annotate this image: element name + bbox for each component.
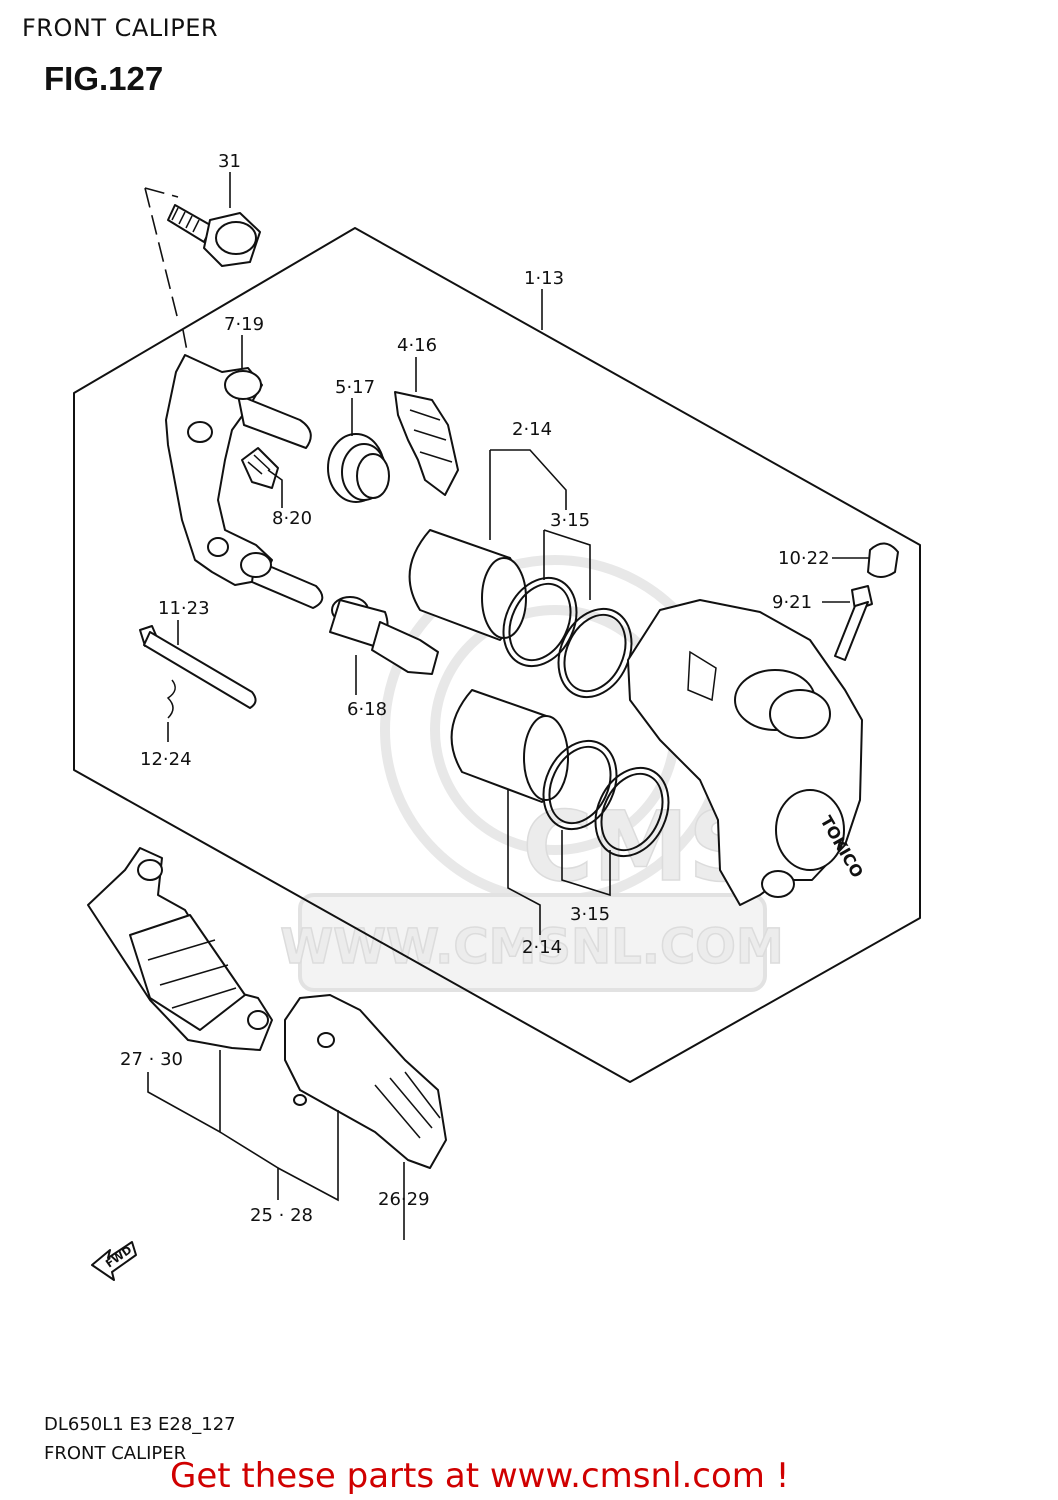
callout-11-23: 11·23 [158, 598, 210, 619]
callout-2-14-top: 2·14 [512, 419, 552, 440]
caliper-bracket-7-19[interactable] [165, 354, 324, 609]
callout-4-16: 4·16 [397, 335, 437, 356]
callout-7-19: 7·19 [224, 314, 264, 335]
callout-3-15-bottom: 3·15 [570, 904, 610, 925]
slide-pin-6-18[interactable] [329, 596, 439, 675]
forward-arrow-icon: FWD [91, 1241, 137, 1281]
model-code: DL650L1 E3 E28_127 [44, 1414, 236, 1435]
boot-5-17[interactable] [327, 433, 390, 503]
parts-link-banner[interactable]: Get these parts at www.cmsnl.com ! [170, 1456, 790, 1496]
callout-6-18: 6·18 [347, 699, 387, 720]
callout-8-20: 8·20 [272, 508, 312, 529]
bleeder-cap-10-22[interactable] [867, 542, 899, 578]
brake-pad-outer[interactable] [284, 994, 447, 1169]
seals-upper-3-15[interactable] [490, 566, 646, 709]
clip-12-24[interactable] [166, 679, 176, 719]
callout-26-29: 26·29 [378, 1189, 430, 1210]
page-title: FRONT CALIPER [22, 14, 219, 42]
bolt-31[interactable] [167, 204, 261, 267]
diagram-name: FRONT CALIPER [44, 1443, 187, 1464]
callout-5-17: 5·17 [335, 377, 375, 398]
callout-9-21: 9·21 [772, 592, 812, 613]
piston-upper-2-14[interactable] [408, 529, 527, 641]
figure-number: FIG.127 [44, 60, 164, 97]
callout-27-30: 27 · 30 [120, 1049, 183, 1070]
piston-lower-2-14[interactable] [450, 689, 569, 803]
watermark-text: WWW.CMSNL.COM [280, 919, 784, 975]
spring-clip-8-20[interactable] [241, 447, 279, 489]
brake-pad-inner[interactable] [87, 847, 273, 1051]
bleeder-screw-9-21[interactable] [834, 585, 873, 661]
callout-2-14-bottom: 2·14 [522, 937, 562, 958]
pad-spring-4-16[interactable] [394, 391, 459, 496]
pad-pin-11-23[interactable] [139, 625, 257, 709]
caliper-assembly-outline [73, 227, 921, 1083]
leader-lines [147, 172, 870, 1240]
callout-25-28: 25 · 28 [250, 1205, 313, 1226]
callout-1-13: 1·13 [524, 268, 564, 289]
seals-lower-3-15[interactable] [530, 729, 683, 868]
callout-10-22: 10·22 [778, 548, 830, 569]
callout-3-15-top: 3·15 [550, 510, 590, 531]
callout-12-24: 12·24 [140, 749, 192, 770]
callout-31: 31 [218, 151, 241, 172]
